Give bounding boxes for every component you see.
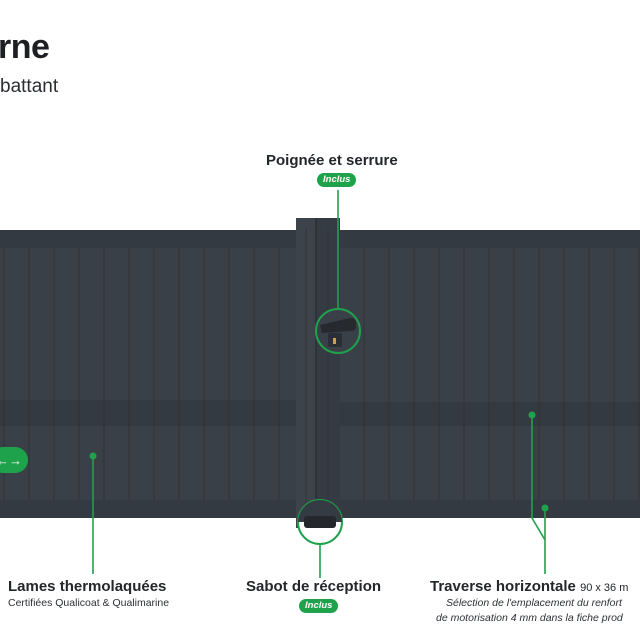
right-gate-leaf <box>340 230 640 518</box>
gate-floor-stop-icon <box>297 499 343 545</box>
stop-included-badge: Inclus <box>299 599 339 613</box>
page-subtitle: battant <box>0 76 59 97</box>
crossbar-callout-title: Traverse horizontale <box>430 578 576 595</box>
stop-callout-title: Sabot de réception <box>246 578 382 595</box>
left-gate-leaf <box>0 230 298 518</box>
left-right-arrows-icon: ←→ <box>0 447 28 473</box>
crossbar-dimension: 90 x 36 m <box>580 582 629 594</box>
slats-callout-subtitle: Certifiées Qualicoat & Qualimarine <box>8 597 170 609</box>
handle-included-badge: Inclus <box>317 173 357 187</box>
slats-callout-title: Lames thermolaquées <box>8 578 167 595</box>
handle-callout-title: Poignée et serrure <box>266 152 398 169</box>
crossbar-line1: Sélection de l'emplacement du renfort <box>446 597 622 609</box>
crossbar-callout: Traverse horizontale 90 x 36 m <box>430 578 628 595</box>
gate-handle-lock-icon <box>315 308 361 354</box>
crossbar-line2: de motorisation 4 mm dans la fiche prod <box>436 612 623 624</box>
horizontal-crossbar <box>340 402 640 426</box>
page-title: rne <box>0 28 50 66</box>
